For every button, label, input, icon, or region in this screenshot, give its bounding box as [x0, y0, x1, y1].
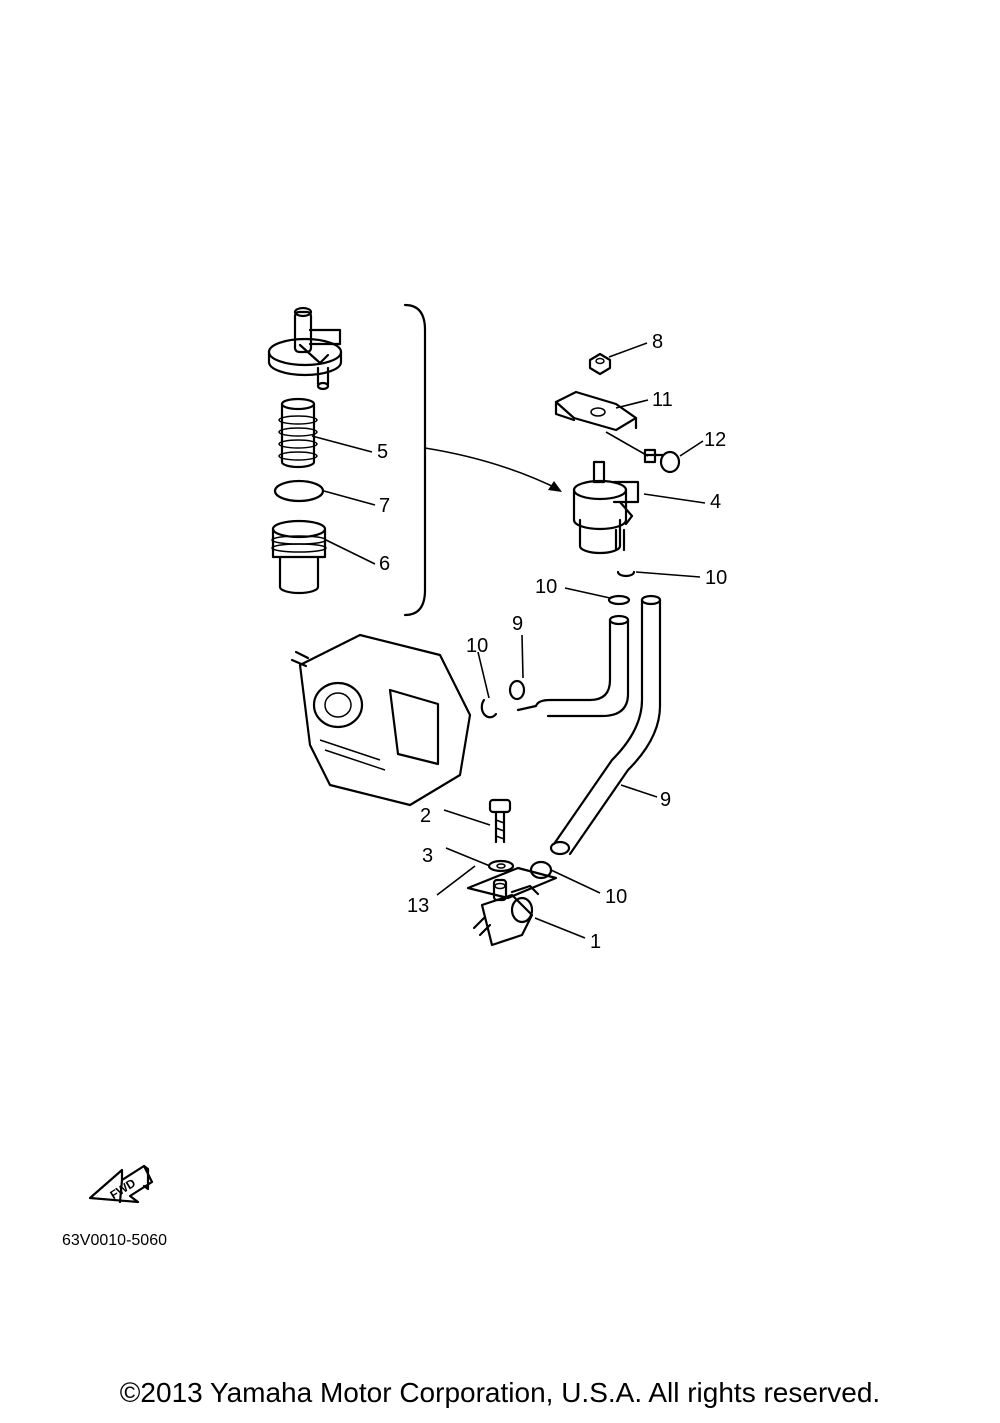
fuel-filter — [572, 460, 640, 555]
callout-7: 7 — [379, 495, 390, 517]
callout-10-a: 10 — [705, 567, 727, 589]
callout-6: 6 — [379, 553, 390, 575]
screw — [488, 798, 512, 844]
callout-10-d: 10 — [605, 886, 627, 908]
carburetor — [290, 633, 472, 807]
fuel-hose-lower — [549, 594, 662, 856]
leader-lines — [311, 342, 706, 939]
callout-9-a: 9 — [512, 613, 523, 635]
filter-cup — [271, 519, 327, 595]
plate — [466, 866, 558, 900]
bolt — [643, 448, 681, 474]
filter-cap — [267, 306, 343, 391]
callout-5: 5 — [377, 441, 388, 463]
callout-10-c: 10 — [466, 635, 488, 657]
group-arrowhead — [548, 481, 562, 492]
callout-12: 12 — [704, 429, 726, 451]
part-code: 63V0010-5060 — [62, 1232, 167, 1249]
fwd-arrow-icon: FWD — [88, 1164, 154, 1204]
o-ring — [273, 479, 325, 503]
callout-3: 3 — [422, 845, 433, 867]
callout-11: 11 — [652, 389, 673, 411]
washer — [487, 859, 515, 873]
bracket — [554, 390, 638, 432]
hose-clip-b — [607, 594, 631, 606]
callout-2: 2 — [420, 805, 431, 827]
callout-1: 1 — [590, 931, 601, 953]
filter-element — [278, 397, 318, 469]
hose-clip-d — [529, 860, 553, 880]
copyright-notice: ©2013 Yamaha Motor Corporation, U.S.A. A… — [119, 1377, 881, 1408]
callout-10-b: 10 — [535, 576, 557, 598]
nut — [588, 352, 612, 376]
fuel-hose-upper — [508, 614, 630, 718]
group-arrow — [424, 447, 561, 491]
callout-13: 13 — [407, 895, 429, 917]
group-bracket — [403, 303, 427, 617]
callout-4: 4 — [710, 491, 721, 513]
callout-8: 8 — [652, 331, 663, 353]
hose-clip-a — [616, 570, 636, 578]
callout-9-b: 9 — [660, 789, 671, 811]
fuel-joint — [472, 878, 540, 947]
hose-clip-c — [480, 698, 498, 719]
